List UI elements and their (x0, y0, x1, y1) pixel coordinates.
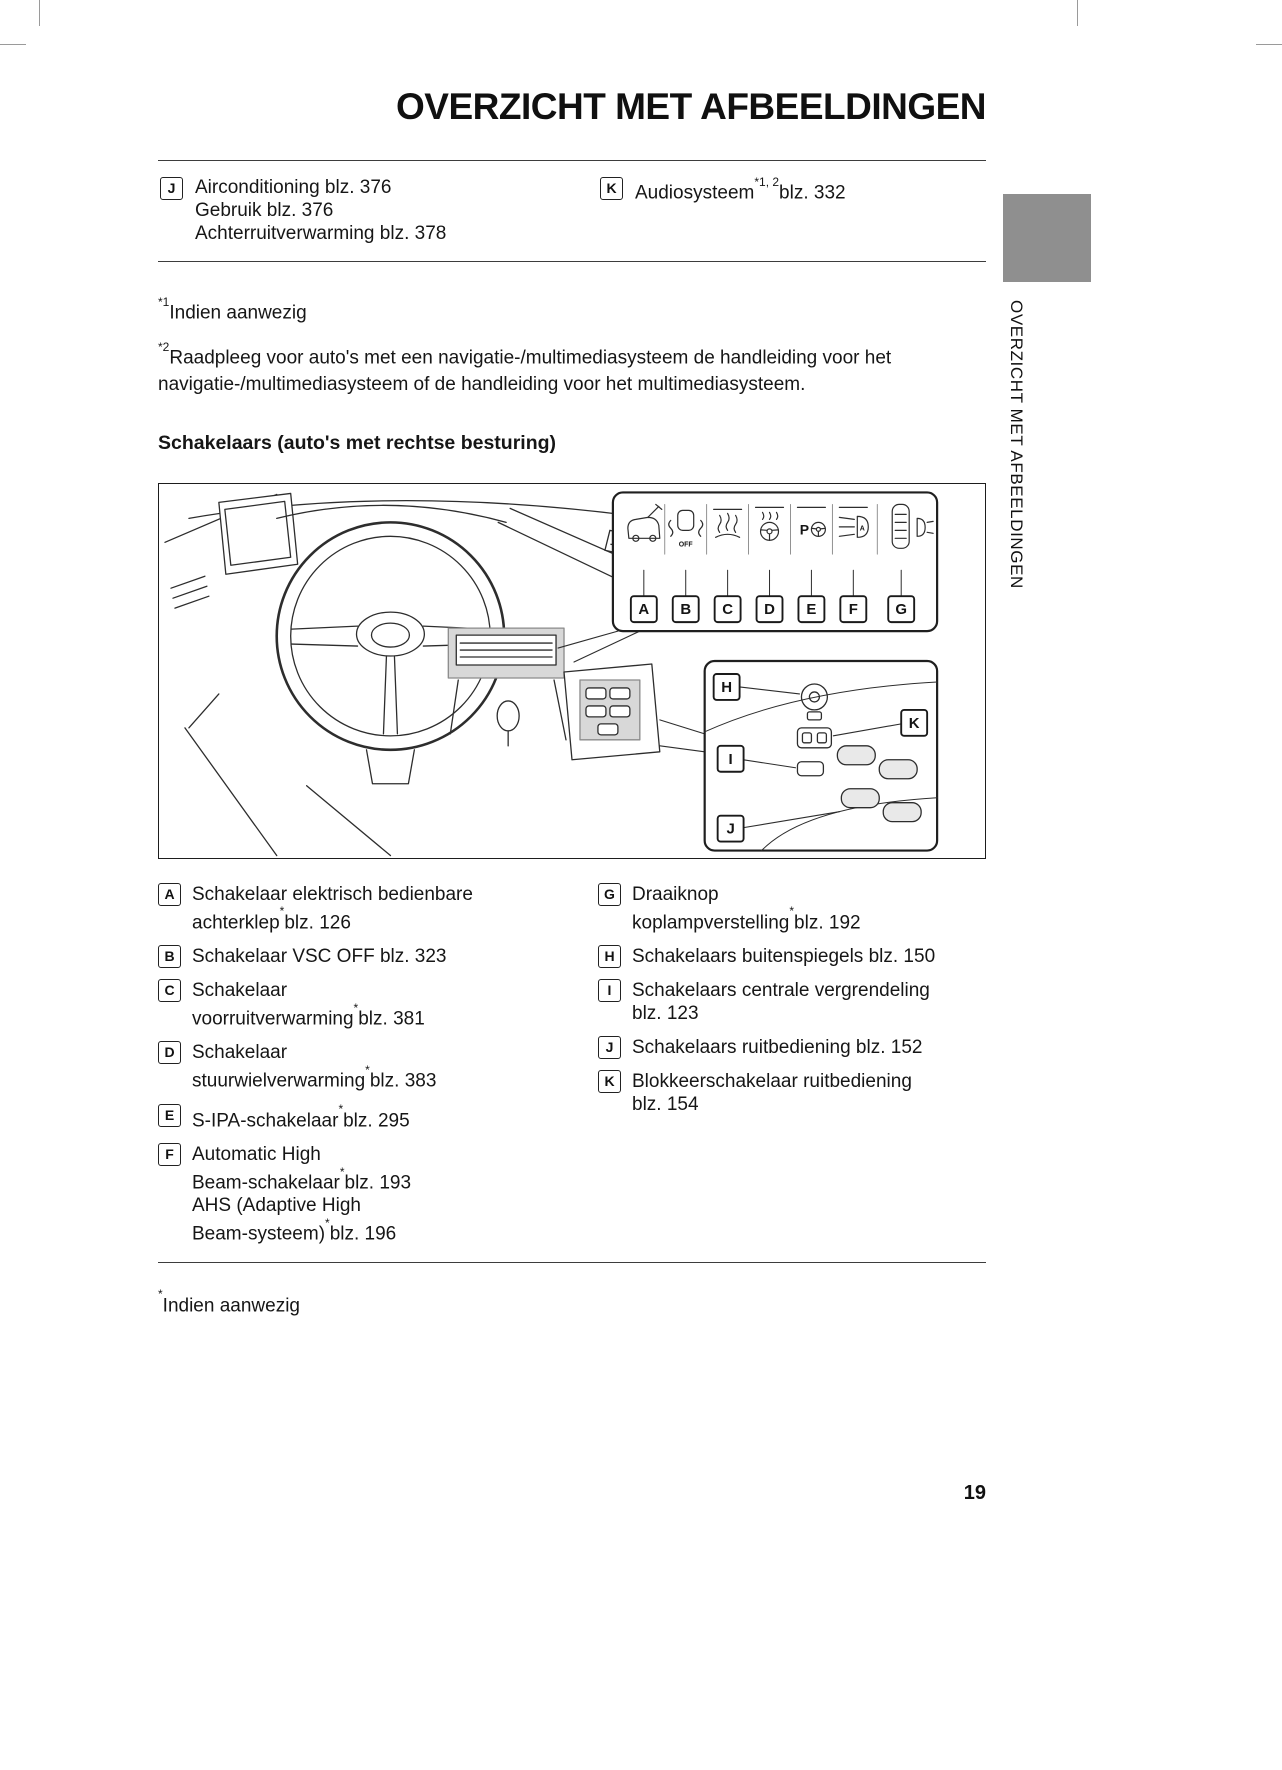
footnote-marker: *2 (158, 339, 170, 354)
sidebar-chapter-title: OVERZICHT MET AFBEELDINGEN (1007, 300, 1026, 589)
sipa-p-label: P (800, 521, 809, 537)
divider (158, 160, 986, 161)
legend-item-b: B Schakelaar VSC OFF blz. 323 (158, 944, 598, 968)
key-box-h: H (598, 944, 621, 968)
key-box-e: E (158, 1103, 181, 1127)
diagram-label-h: H (721, 679, 732, 696)
diagram-label-e: E (806, 601, 816, 618)
crop-mark (1256, 44, 1282, 45)
legend-item-i: I Schakelaars centrale vergrendeling blz… (598, 978, 986, 1025)
door-switch-island (563, 663, 661, 761)
legend-item-g: G Draaiknop koplampverstelling*blz. 192 (598, 882, 986, 934)
power-liftgate-switch-icon (627, 503, 663, 542)
legend-column-right: G Draaiknop koplampverstelling*blz. 192 … (598, 882, 986, 1246)
ref-item-j-text: Airconditioning blz. 376 Gebruik blz. 37… (195, 176, 446, 245)
bottom-footnote: *Indien aanwezig (158, 1287, 300, 1316)
key-box-k: K (600, 177, 623, 200)
key-box-j: J (160, 177, 183, 200)
window-switches-icon (836, 744, 922, 822)
legend-item-e: E S-IPA-schakelaar*blz. 295 (158, 1102, 598, 1132)
key-box-k2: K (598, 1069, 621, 1093)
ahb-a-label: A (860, 525, 865, 532)
legend: A Schakelaar elektrisch bedienbare achte… (158, 882, 986, 1246)
top-switch-panel-callout: OFF (611, 490, 939, 632)
diagram-label-j: J (726, 820, 734, 837)
ref-item-j: J Airconditioning blz. 376 Gebruik blz. … (160, 176, 600, 245)
diagram-label-d: D (764, 601, 775, 618)
legend-item-f: F Automatic High Beam-schakelaar*blz. 19… (158, 1142, 598, 1246)
footnotes: *1Indien aanwezig *2Raadpleeg voor auto'… (158, 294, 986, 398)
gear-shifter (496, 699, 520, 732)
legend-item-a: A Schakelaar elektrisch bedienbare achte… (158, 882, 598, 934)
footnote-2: *2Raadpleeg voor auto's met een navigati… (158, 339, 892, 395)
vsc-off-switch-icon (668, 509, 704, 537)
multimedia-display (218, 492, 299, 575)
ref-line: Airconditioning blz. 376 (195, 177, 392, 198)
footnote-marker: *1 (158, 294, 170, 309)
key-box-j2: J (598, 1035, 621, 1059)
diagram-label-k: K (909, 715, 920, 732)
diagram-label-g: G (895, 601, 907, 618)
legend-item-k: K Blokkeerschakelaar ruitbediening blz. … (598, 1069, 986, 1116)
footnote-marker: * (325, 1215, 330, 1230)
key-box-g: G (598, 882, 621, 906)
center-console-audio (447, 627, 567, 747)
key-box-f: F (158, 1142, 181, 1166)
legend-item-d: D Schakelaar stuurwielverwarming*blz. 38… (158, 1041, 598, 1092)
ref-item-k: K Audiosysteem*1, 2blz. 332 (600, 174, 986, 245)
top-reference-list: J Airconditioning blz. 376 Gebruik blz. … (158, 161, 986, 261)
key-box-d: D (158, 1041, 181, 1065)
legend-item-h: H Schakelaars buitenspiegels blz. 150 (598, 944, 986, 968)
footnote-marker: * (339, 1164, 345, 1179)
section-heading: Schakelaars (auto's met rechtse besturin… (158, 431, 557, 454)
footnote-marker: * (365, 1062, 370, 1077)
key-box-i: I (598, 978, 621, 1002)
diagram-label-a: A (638, 601, 649, 618)
footnote-marker: *1, 2 (754, 174, 780, 189)
mirror-adjust-knob-icon (800, 682, 829, 721)
page-content: OVERZICHT MET AFBEELDINGEN J Airconditio… (158, 0, 987, 1317)
crop-mark (0, 44, 26, 45)
door-panel-callout: H I J K (703, 659, 939, 852)
legend-item-c: C Schakelaar voorruitverwarming*blz. 381 (158, 978, 598, 1030)
legend-column-left: A Schakelaar elektrisch bedienbare achte… (158, 882, 598, 1246)
crop-mark (1077, 0, 1078, 26)
dashboard-diagram: OFF (158, 482, 986, 859)
ref-line: Achterruitverwarming blz. 378 (195, 223, 447, 244)
key-box-c: C (158, 978, 181, 1002)
s-ipa-switch-icon (796, 506, 826, 537)
crop-mark (39, 0, 40, 26)
headlight-leveling-dial-icon (891, 503, 934, 549)
ref-item-k-text: Audiosysteem*1, 2blz. 332 (635, 174, 846, 204)
ref-line: Gebruik blz. 376 (195, 200, 334, 221)
page-number: 19 (963, 1482, 986, 1504)
windshield-defrost-switch-icon (713, 508, 743, 538)
legend-item-j: J Schakelaars ruitbediening blz. 152 (598, 1035, 986, 1059)
callout-leader-lines (557, 630, 706, 753)
diagram-label-f: F (849, 601, 858, 618)
diagram-label-c: C (722, 601, 733, 618)
footnote-1: *1Indien aanwezig (158, 294, 307, 324)
footnote-marker: * (338, 1102, 344, 1117)
divider (158, 1261, 986, 1263)
mirror-select-switch-icon (796, 726, 833, 749)
diagram-label-i: I (729, 750, 733, 767)
dashboard-illustration: OFF (164, 490, 939, 856)
key-box-b: B (158, 944, 181, 968)
footnote-marker: * (353, 1000, 359, 1015)
footnote-marker: * (158, 1287, 163, 1302)
divider (158, 261, 986, 262)
vsc-off-label: OFF (679, 541, 693, 548)
chapter-tab-square (1003, 194, 1091, 282)
footnote-marker: * (789, 904, 795, 919)
diagram-label-b: B (680, 601, 691, 618)
key-box-a: A (158, 882, 181, 906)
footnote-marker: * (279, 904, 285, 919)
central-lock-switch-icon (796, 760, 825, 777)
steering-wheel-heater-switch-icon (754, 506, 785, 541)
automatic-high-beam-switch-icon (838, 506, 869, 538)
page-title: OVERZICHT MET AFBEELDINGEN (396, 86, 986, 127)
